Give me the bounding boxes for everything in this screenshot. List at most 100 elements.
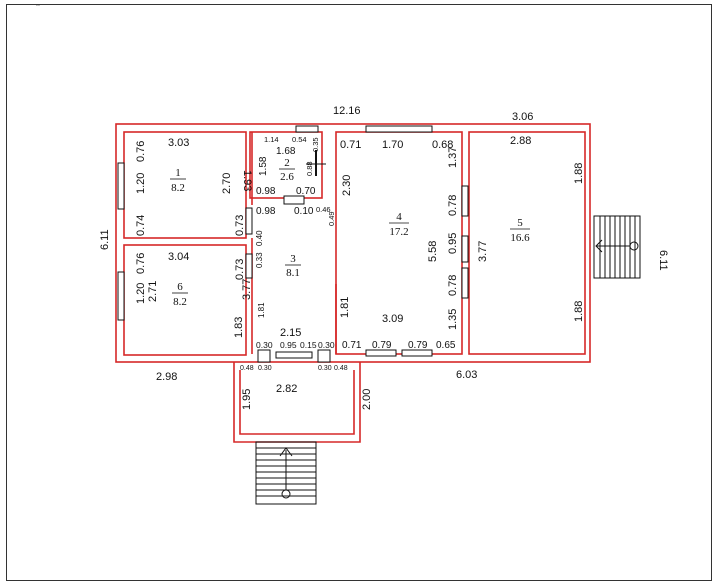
window-room-4-side-a bbox=[461, 185, 469, 217]
overall-bottom-left: 2.98 bbox=[156, 371, 177, 383]
window-room-6 bbox=[117, 271, 125, 321]
door-room-1 bbox=[245, 207, 253, 235]
dim-r6-183: 1.83 bbox=[233, 317, 245, 338]
dim-r1-074: 0.74 bbox=[135, 215, 147, 236]
room-2-dimensions: 1.68 1.58 0.98 0.70 0.98 0.10 bbox=[256, 146, 316, 217]
dim-c-098: 0.98 bbox=[256, 206, 276, 217]
dim-r4-309: 3.09 bbox=[382, 313, 403, 325]
dim-r1-top: 3.03 bbox=[168, 137, 189, 149]
dim-r4-071: 0.71 bbox=[340, 139, 361, 151]
dim-b-030a: 0.30 bbox=[256, 340, 273, 350]
dim-r3-215: 2.15 bbox=[280, 327, 301, 339]
stair-start-marker-bottom bbox=[281, 489, 291, 499]
dim-r2-088: 0.88 bbox=[305, 161, 314, 176]
room-labels: 1 8.2 2 2.6 3 8.1 4 17.2 5 16.6 6 8.2 bbox=[170, 157, 530, 308]
bottom-wall-dimensions: 0.30 0.95 0.15 0.30 0.71 0.79 0.79 0.65 … bbox=[240, 340, 456, 372]
dim-r3-040: 0.40 bbox=[255, 230, 264, 246]
dim-p-282: 2.82 bbox=[276, 383, 297, 395]
porch-inner bbox=[239, 370, 355, 435]
room-5-area: 16.6 bbox=[510, 232, 530, 244]
dim-r5-377: 3.77 bbox=[477, 241, 489, 262]
dim-r4-078b: 0.78 bbox=[447, 275, 459, 296]
dim-r2-070: 0.70 bbox=[296, 186, 316, 197]
dim-r1-120: 1.20 bbox=[135, 173, 147, 194]
dim-r1-270: 2.70 bbox=[221, 173, 233, 194]
dim-r5-188a: 1.88 bbox=[573, 163, 585, 184]
door-room-6 bbox=[245, 253, 253, 279]
dim-r2-054: 0.54 bbox=[292, 135, 307, 144]
dim-r3-181b: 1.81 bbox=[339, 297, 351, 318]
room-1-number: 1 bbox=[175, 167, 181, 179]
room-1-area: 8.2 bbox=[171, 182, 185, 194]
right-stair-outline bbox=[593, 215, 641, 279]
dim-r4-068: 0.68 bbox=[432, 139, 453, 151]
room-2-number: 2 bbox=[284, 157, 290, 169]
dim-r4-078a: 0.78 bbox=[447, 195, 459, 216]
door-room-5 bbox=[461, 235, 469, 263]
dim-r1-193: 1.93 bbox=[241, 170, 253, 191]
dim-b-079b: 0.79 bbox=[408, 340, 428, 351]
dim-r6-076: 0.76 bbox=[135, 253, 147, 274]
dim-r1-076: 0.76 bbox=[135, 141, 147, 162]
window-room-4-bottom-b bbox=[401, 349, 433, 357]
dim-r6-120: 1.20 bbox=[135, 283, 147, 304]
corner-mark: .. bbox=[36, 1, 40, 8]
dim-r2-035: 0.35 bbox=[311, 137, 320, 152]
dim-c-046: 0.46 bbox=[316, 205, 331, 214]
overall-right-top: 3.06 bbox=[512, 111, 533, 123]
window-room-1 bbox=[117, 162, 125, 210]
corridor-small-dims: 0.46 0.49 bbox=[316, 205, 336, 226]
window-room-4-top bbox=[365, 125, 433, 133]
entrance-door bbox=[275, 351, 313, 359]
right-stair bbox=[593, 215, 641, 279]
dim-b-015: 0.15 bbox=[300, 340, 317, 350]
dim-c-049: 0.49 bbox=[327, 211, 336, 226]
overall-right-height: 6.11 bbox=[657, 250, 669, 271]
walls bbox=[115, 123, 591, 443]
dim-r3-033: 0.33 bbox=[255, 252, 264, 268]
drawing-frame bbox=[6, 4, 712, 581]
door-room-2 bbox=[283, 195, 305, 205]
dim-b-030d: 0.30 bbox=[318, 365, 332, 372]
door-frame-right bbox=[317, 349, 331, 363]
room-4-area: 17.2 bbox=[389, 226, 408, 238]
dim-r4-137: 1.37 bbox=[447, 147, 459, 168]
room-5-number: 5 bbox=[517, 217, 523, 229]
dim-r4-558: 5.58 bbox=[427, 241, 439, 262]
dim-r4-230: 2.30 bbox=[341, 175, 353, 196]
dim-r2-158: 1.58 bbox=[258, 156, 269, 176]
dim-b-030b: 0.30 bbox=[318, 340, 335, 350]
dim-c-010: 0.10 bbox=[294, 206, 314, 217]
dim-r3-181a: 1.81 bbox=[257, 302, 266, 318]
openings bbox=[117, 125, 469, 363]
stair-start-marker-right bbox=[629, 241, 639, 251]
outer-wall bbox=[115, 123, 591, 363]
room-6-area: 8.2 bbox=[173, 296, 187, 308]
dim-b-079a: 0.79 bbox=[372, 340, 392, 351]
bottom-stair bbox=[255, 441, 317, 505]
room-3-area: 8.1 bbox=[286, 267, 300, 279]
dim-b-048b: 0.48 bbox=[334, 365, 348, 372]
dim-r4-135: 1.35 bbox=[447, 309, 459, 330]
dim-r2-114: 1.14 bbox=[264, 135, 279, 144]
dim-r3-073b: 0.73 bbox=[234, 259, 246, 280]
door-frame-left bbox=[257, 349, 271, 363]
room-4-number: 4 bbox=[396, 211, 402, 223]
dim-r3-377: 3.77 bbox=[241, 279, 253, 300]
window-room-4-bottom-a bbox=[365, 349, 397, 357]
room-5-outline bbox=[468, 131, 586, 355]
dim-r6-271: 2.71 bbox=[147, 281, 159, 302]
interior-dimensions: 3.03 0.76 1.20 0.74 2.70 1.93 0.33 3.77 … bbox=[135, 135, 585, 339]
overall-top-width: 12.16 bbox=[333, 105, 361, 117]
dim-r2-168: 1.68 bbox=[276, 146, 296, 157]
overall-bottom-right: 6.03 bbox=[456, 369, 477, 381]
dim-r4-095: 0.95 bbox=[447, 233, 459, 254]
overall-left-height: 6.11 bbox=[99, 229, 111, 250]
room-2-area: 2.6 bbox=[280, 171, 294, 183]
dim-b-030c: 0.30 bbox=[258, 365, 272, 372]
small-dimensions: 1.14 0.54 0.35 0.88 bbox=[264, 135, 320, 176]
window-room-4-side-b bbox=[461, 267, 469, 299]
dim-r4-170: 1.70 bbox=[382, 139, 403, 151]
overall-dimensions: 12.16 3.06 6.11 6.11 2.98 6.03 bbox=[99, 105, 669, 383]
